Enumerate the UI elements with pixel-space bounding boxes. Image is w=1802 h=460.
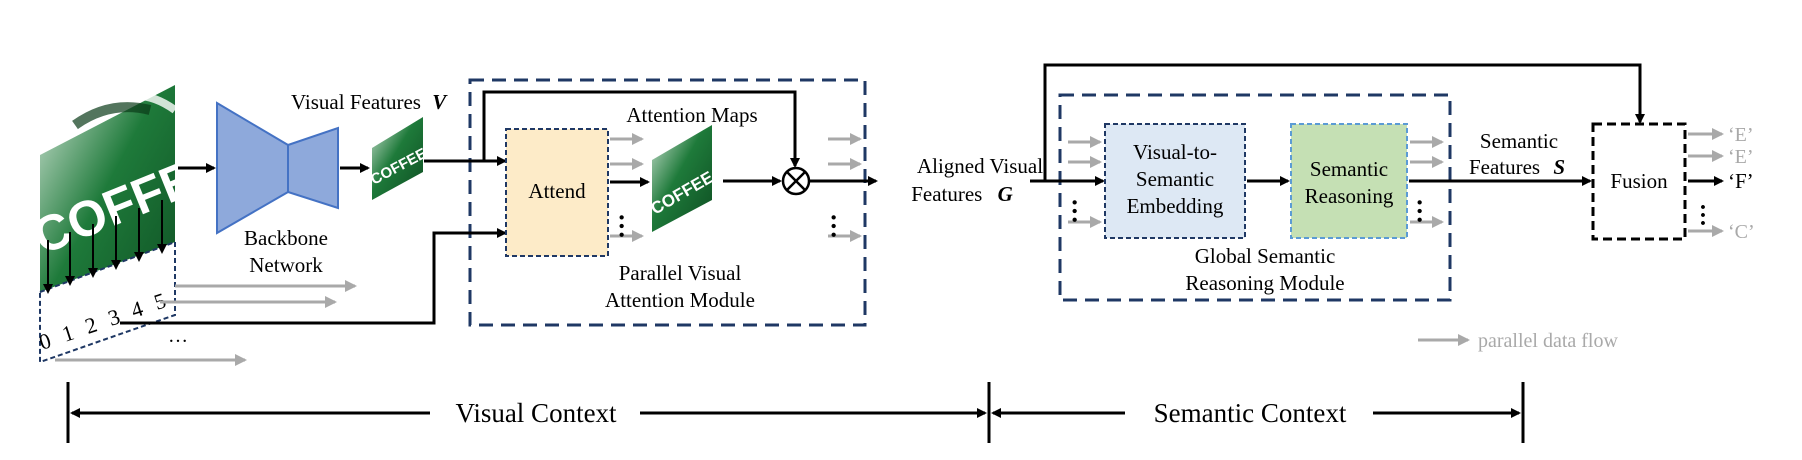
v2s-gray-inputs: [1068, 136, 1102, 228]
sr-label-line1: Semantic: [1310, 157, 1388, 181]
gsrm-label-line1: Global Semantic: [1195, 244, 1336, 268]
semantic-features-label-line2: Features S: [1469, 155, 1565, 179]
semantic-reasoning-block: [1290, 123, 1408, 239]
backbone-label-line1: Backbone: [244, 226, 328, 250]
backbone-label-line2: Network: [249, 253, 323, 277]
visual-features-label: Visual Features V: [291, 90, 448, 114]
aligned-features-label-line2: Features G: [911, 182, 1013, 206]
output-char-4: ‘C’: [1728, 221, 1755, 243]
reading-order-arrows: [43, 200, 167, 294]
visual-features-thumbnail: [372, 117, 423, 200]
pvam-label-line1: Parallel Visual: [619, 261, 742, 285]
fusion-block: [1591, 122, 1687, 241]
pvam-label-line2: Attention Module: [605, 288, 755, 312]
v2s-label-line2: Semantic: [1136, 167, 1214, 191]
reading-order-ellipsis: …: [168, 325, 188, 347]
backbone-network-shape-right: [287, 126, 339, 210]
fusion-outputs-ellipsis: ···: [1689, 203, 1715, 227]
attend-gray-outputs: [610, 133, 644, 242]
arrow-order-to-attend: [120, 228, 507, 325]
semantic-features-symbol: S: [1553, 155, 1565, 179]
fusion-outputs: [1688, 128, 1724, 237]
attend-block: [505, 128, 609, 257]
gsrm-module-border: [1058, 93, 1452, 302]
legend-parallel-data-flow: parallel data flow: [1478, 330, 1618, 352]
aligned-features-symbol: G: [998, 182, 1013, 206]
aligned-features-label-line1: Aligned Visual: [917, 154, 1043, 178]
visual-features-text: Visual Features: [291, 90, 421, 114]
v2s-label-line3: Embedding: [1127, 194, 1224, 218]
fusion-label: Fusion: [1610, 169, 1668, 193]
output-char-1: ‘E’: [1728, 124, 1754, 146]
semantic-features-label-line1: Semantic: [1480, 129, 1558, 153]
attend-label: Attend: [528, 179, 586, 203]
pvam-module-border: [468, 78, 867, 327]
gsrm-label-line2: Reasoning Module: [1185, 271, 1344, 295]
multiply-outputs-ellipsis: ···: [819, 213, 848, 239]
reasoning-gray-outputs: [1410, 136, 1444, 228]
output-char-2: ‘E’: [1728, 146, 1754, 168]
reading-order-gray-flows: …: [55, 280, 357, 366]
attend-outputs-ellipsis: ···: [607, 213, 636, 239]
v2s-inputs-ellipsis: ···: [1060, 198, 1089, 224]
aligned-features-text: Features: [911, 182, 982, 206]
output-char-3: ‘F’: [1728, 169, 1754, 193]
multiply-operator: [781, 166, 811, 196]
semantic-features-text: Features: [1469, 155, 1540, 179]
backbone-network-shape: [216, 101, 289, 235]
context-bar: [66, 382, 1525, 443]
v2s-label-line1: Visual-to-: [1133, 140, 1217, 164]
arrow-features-to-multiply: [482, 90, 800, 168]
v2s-embedding-block: [1104, 123, 1246, 239]
visual-context-label: Visual Context: [455, 398, 617, 428]
sr-label-line2: Reasoning: [1305, 184, 1394, 208]
attention-map-thumbnail: [652, 125, 712, 232]
visual-features-symbol: V: [432, 90, 448, 114]
attention-maps-label: Attention Maps: [626, 103, 757, 127]
arrow-aligned-to-fusion: [1043, 63, 1645, 181]
reasoning-outputs-ellipsis: ···: [1405, 198, 1434, 224]
reading-order-grid: [39, 240, 176, 364]
multiply-gray-outputs: [828, 133, 862, 242]
semantic-context-label: Semantic Context: [1154, 398, 1347, 428]
